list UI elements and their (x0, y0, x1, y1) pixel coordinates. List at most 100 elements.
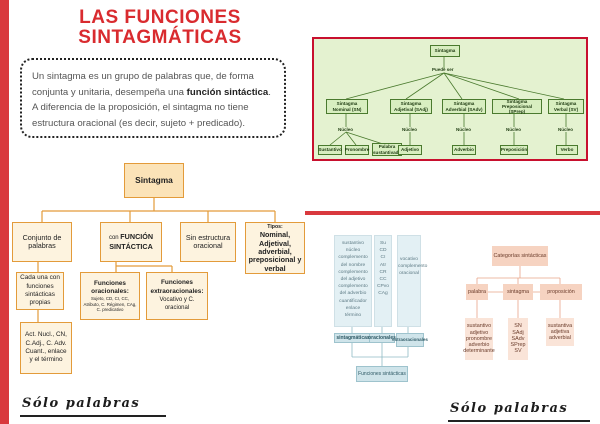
blue-col3-item: oracional (399, 271, 419, 277)
blue-col2-item: Atr (379, 262, 387, 268)
green-leaf-pronombre-label: Pronombre (344, 147, 370, 153)
salmon-root: Categorías sintácticas (492, 246, 548, 266)
blue-col1-item: del adjetivo (340, 277, 366, 283)
left-red-stripe (0, 0, 9, 424)
green-type-sv-label: Sintagma Verbal (SV) (553, 101, 579, 112)
brand-underline-right (448, 420, 590, 422)
orange-tipos-head: Tipos: (267, 224, 283, 231)
green-root-sintagma: Sintagma (430, 45, 460, 57)
green-leaf-adjetivo: Adjetivo (398, 145, 422, 155)
salmon-proposicion: proposición (540, 284, 582, 300)
orange-act-nucl-label: Act. Nucl., CN, C.Adj., C. Adv. Cuant., … (25, 331, 67, 364)
orange-node-conjunto-label: Conjunto de palabras (22, 232, 62, 250)
green-leaf-adjetivo-label: Adjetivo (400, 147, 420, 153)
blue-col3-item: complemento (398, 264, 428, 270)
definition-text-pre: Un sintagma es un grupo de palabras que,… (32, 71, 254, 98)
blue-col1-item: núcleo (345, 248, 361, 254)
blue-column-1: sustantivo núcleo complemento del nombre… (334, 235, 372, 327)
salmon-palabra: palabra (466, 284, 488, 300)
blue-col2-item: Su (380, 241, 386, 246)
salmon-d1-item: pronombre (465, 335, 493, 342)
salmon-proposicion-label: proposición (547, 288, 575, 295)
title-line-2: SINTAGMÁTICAS (78, 27, 242, 48)
green-leaf-palabra-sust-label: Palabra sustantivada (372, 144, 402, 155)
brand-underline-left (20, 415, 166, 417)
blue-col2-item: CPvo (377, 284, 389, 290)
green-nucleo-5: Núcleo (558, 127, 574, 132)
green-leaf-sustantivo-label: Sustantivo (318, 147, 342, 153)
orange-node-extraoracionales: Funciones extraoracionales: Vocativo y C… (146, 272, 208, 320)
green-nucleo-2: Núcleo (402, 127, 418, 132)
orange-tipos-body: Nominal, Adjetival, adverbial, preposici… (248, 230, 302, 273)
orange-oracionales-body: Sujeto, CD, CI, CC, Atributo, C. Régimen… (83, 296, 137, 312)
salmon-d1-item: adverbio (468, 342, 490, 349)
salmon-detail-sintagma: SN SAdj SAdv SPrep SV (508, 318, 528, 360)
orange-node-cada-una: Cada una con funciones sintácticas propi… (16, 272, 64, 310)
green-type-sadv-label: Sintagma Adverbial (SAdv) (445, 101, 483, 112)
green-nucleo-4: Núcleo (506, 127, 522, 132)
blue-box-funciones: Funciones sintácticas (356, 366, 408, 382)
salmon-detail-proposicion: sustantiva adjetiva adverbial (546, 318, 574, 346)
orange-node-sin-estructura-label: Sin estructura oracional (185, 232, 231, 250)
blue-col2-item: CC (379, 277, 387, 283)
page-title: LAS FUNCIONES SINTAGMÁTICAS (40, 8, 280, 48)
brand-logo-left: Sólo palabras (22, 396, 141, 411)
green-puede-ser: Puede ser (432, 67, 454, 72)
green-type-sprep-label: Sintagma Preposicional (SPrep) (501, 98, 533, 115)
orange-node-tipos: Tipos: Nominal, Adjetival, adverbial, pr… (245, 222, 305, 274)
green-type-sadj-label: Sintagma Adjetival (SAdj) (394, 101, 428, 112)
blue-col1-item: sustantivo (341, 241, 365, 246)
salmon-d2-item: SN (514, 323, 522, 330)
definition-text-post: . A diferencia de la proposición, el sin… (32, 86, 271, 129)
blue-box-oracionales: oracionales (368, 333, 396, 343)
green-leaf-verbo: Verbo (556, 145, 578, 155)
salmon-d2-item: SPrep (510, 342, 526, 349)
green-leaf-palabra-sust: Palabra sustantivada (372, 143, 402, 156)
green-diagram-connectors (329, 57, 567, 146)
blue-col2-item: CR (379, 269, 387, 275)
orange-root-sintagma: Sintagma (124, 163, 184, 198)
blue-col1-item: término (344, 313, 362, 319)
orange-funcion-bold: FUNCIÓN SINTÁCTICA (109, 232, 154, 251)
blue-box-oracionales-label: oracionales (368, 335, 396, 341)
green-type-sn-label: Sintagma Nominal (SN) (332, 101, 362, 112)
green-leaf-pronombre: Pronombre (345, 145, 369, 155)
blue-col1-item: complemento (338, 284, 368, 290)
salmon-palabra-label: palabra (468, 288, 486, 295)
salmon-root-label: Categorías sintácticas (493, 252, 547, 259)
blue-box-extraoracionales: extraoracionales (392, 333, 428, 347)
green-root-label: Sintagma (434, 48, 456, 54)
orange-funcion-pre: con (108, 235, 121, 242)
orange-extraoracionales-head: Funciones extraoracionales: (150, 279, 204, 295)
orange-node-oracionales: Funciones oracionales: Sujeto, CD, CI, C… (80, 272, 140, 320)
green-type-sadj: Sintagma Adjetival (SAdj) (390, 99, 432, 114)
orange-oracionales-head: Funciones oracionales: (91, 279, 129, 295)
orange-node-funcion: con FUNCIÓN SINTÁCTICA (100, 222, 162, 262)
blue-box-funciones-label: Funciones sintácticas (358, 371, 406, 377)
blue-column-2: Su CD CI Atr CR CC CPvo CAg (374, 235, 392, 327)
brand-logo-right: Sólo palabras (450, 401, 569, 416)
green-type-sn: Sintagma Nominal (SN) (326, 99, 368, 114)
green-nucleo-3: Núcleo (456, 127, 472, 132)
green-leaf-verbo-label: Verbo (560, 147, 574, 153)
blue-col1-item: del nombre (340, 262, 366, 268)
blue-col1-item: del adverbio (339, 291, 367, 297)
green-nucleo-1: Núcleo (338, 127, 354, 132)
blue-col2-item: CAg (378, 291, 388, 297)
salmon-d3-item: adverbial (549, 335, 571, 342)
section-divider (305, 211, 600, 215)
blue-col2-item: CD (379, 248, 387, 254)
green-leaf-sustantivo: Sustantivo (318, 145, 342, 155)
blue-col2-item: CI (380, 255, 386, 261)
blue-col1-item: complemento (338, 255, 368, 261)
blue-col3-item: vocativo (400, 257, 418, 262)
green-leaf-preposicion-label: Preposición (500, 147, 528, 153)
salmon-d3-item: sustantiva (547, 322, 573, 329)
title-line-1: LAS FUNCIONES (79, 7, 241, 28)
orange-extraoracionales-body: Vocativo y C. oracional (159, 297, 195, 312)
green-type-sprep: Sintagma Preposicional (SPrep) (492, 99, 542, 114)
blue-box-extraoracionales-label: extraoracionales (392, 337, 428, 342)
orange-root-label: Sintagma (135, 175, 173, 186)
